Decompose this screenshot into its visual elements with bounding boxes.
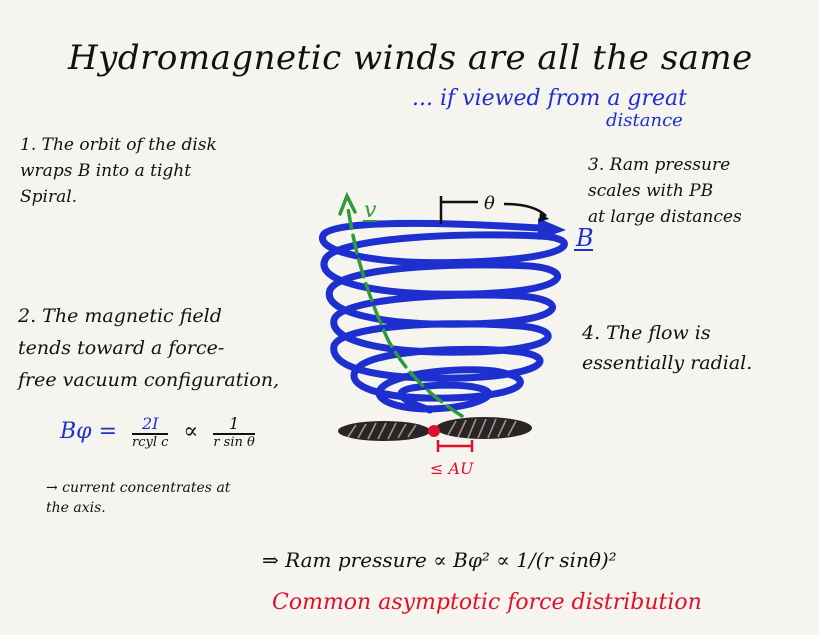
equation-lhs: Bφ =	[60, 419, 117, 444]
equation-numerator-2: 1	[213, 414, 255, 435]
subtitle-line2: distance	[606, 110, 683, 131]
common-force-distribution: Common asymptotic force distribution	[272, 590, 702, 615]
theta-label: θ	[484, 193, 495, 214]
equation-denominator-1: rcyl c	[132, 435, 169, 450]
note-4-line1: 4. The flow is	[582, 322, 711, 344]
velocity-arrowhead	[338, 191, 357, 216]
current-note: → current concentrates at the axis.	[46, 478, 230, 518]
equation-denominator-2: r sin θ	[213, 435, 255, 450]
accretion-disk	[338, 417, 532, 441]
au-scale-bar	[436, 440, 474, 452]
current-note-line1: → current concentrates at	[46, 480, 231, 496]
note-2: 2. The magnetic field tends toward a for…	[18, 300, 279, 396]
note-1-line1: 1. The orbit of the disk	[20, 135, 217, 155]
au-label: ≤ AU	[430, 459, 474, 478]
note-2-line3: free vacuum configuration,	[18, 369, 280, 391]
note-3-line1: 3. Ram pressure	[588, 155, 731, 175]
note-1-line2: wraps B into a tight	[20, 161, 192, 181]
v-label: v	[364, 198, 377, 223]
note-3-line2: scales with PB	[588, 181, 714, 201]
theta-marker	[439, 196, 549, 224]
disk-left-lobe	[338, 421, 430, 441]
note-2-line2: tends toward a force-	[18, 337, 225, 359]
note-4-line2: essentially radial.	[582, 352, 753, 374]
equation-fraction-2: 1 r sin θ	[213, 414, 255, 450]
magnetic-spiral	[319, 219, 568, 414]
equation-fraction-1: 2I rcyl c	[132, 414, 169, 450]
note-3-line3: at large distances	[588, 207, 742, 227]
central-star	[428, 425, 440, 437]
b-label: B	[575, 224, 594, 252]
b-phi-equation: Bφ = 2I rcyl c ∝ 1 r sin θ	[60, 414, 263, 450]
ram-pressure-relation: ⇒ Ram pressure ∝ Bφ² ∝ 1/(r sinθ)²	[262, 548, 617, 572]
subtitle-line1: ... if viewed from a great	[412, 86, 687, 111]
equation-numerator-1: 2I	[132, 414, 169, 435]
note-2-line1: 2. The magnetic field	[18, 305, 222, 327]
note-3: 3. Ram pressure scales with PB at large …	[588, 152, 742, 230]
note-4: 4. The flow is essentially radial.	[582, 318, 752, 378]
spiral-arrowhead	[538, 218, 566, 240]
disk-right-lobe	[436, 417, 532, 439]
page-title: Hydromagnetic winds are all the same	[68, 38, 753, 78]
note-1-line3: Spiral.	[20, 187, 78, 207]
velocity-streamline	[346, 206, 464, 418]
current-note-line2: the axis.	[46, 500, 106, 516]
note-1: 1. The orbit of the disk wraps B into a …	[20, 132, 217, 210]
equation-proportional: ∝	[183, 419, 199, 444]
